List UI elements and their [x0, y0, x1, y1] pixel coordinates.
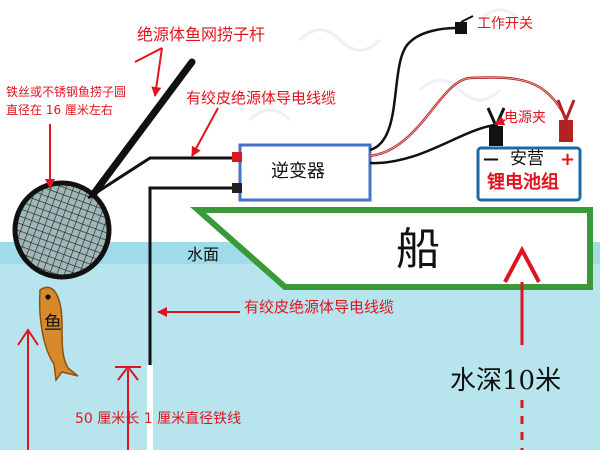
battery-box — [476, 146, 582, 202]
fish-label: 鱼 — [44, 313, 62, 334]
clip-red-icon — [556, 99, 576, 142]
clip-label: 电源夹 — [504, 110, 546, 126]
cable-label-top: 有绞皮绝源体导电线缆 — [186, 89, 337, 107]
depth-label: 水深10米 — [450, 366, 562, 396]
battery-minus: — — [483, 149, 499, 168]
battery-name: 安营 — [510, 149, 544, 169]
depth-arrow — [503, 245, 541, 450]
net-label-line1: 铁丝或不锈钢鱼捞子圆 — [6, 85, 127, 99]
inverter-terminal-red — [232, 152, 242, 162]
work-switch-icon — [455, 15, 474, 34]
annotation-arrows — [45, 47, 506, 317]
inverter-terminal-black — [232, 183, 242, 193]
inverter-box — [238, 143, 372, 202]
battery-plus: + — [560, 149, 576, 170]
rod-label: 50 厘米长 1 厘米直径铁线 — [75, 411, 242, 427]
cable-label-bottom: 有绞皮绝源体导电线缆 — [244, 298, 395, 316]
wire-red-highlight — [369, 77, 567, 157]
left-depth-arrow — [17, 328, 39, 450]
cable-net-to-inverter — [87, 156, 238, 200]
cable-inverter-to-rod — [148, 186, 238, 365]
water-surface-label: 水面 — [187, 245, 220, 264]
boat-hull — [190, 207, 593, 290]
net-label-line2: 直径在 16 厘米左右 — [6, 103, 113, 117]
clip-black-icon — [486, 107, 506, 146]
pole-label: 绝源体鱼网捞子杆 — [137, 25, 266, 44]
wire-black-to-switch — [369, 26, 457, 152]
rod-length-arrow — [115, 365, 141, 450]
switch-label: 工作开关 — [477, 16, 533, 32]
battery-type: 锂电池组 — [487, 172, 559, 193]
background-texture — [248, 8, 522, 122]
fishing-net — [12, 180, 112, 280]
inverter-label: 逆变器 — [271, 161, 325, 182]
net-pole — [88, 58, 196, 200]
fish-icon — [38, 286, 79, 382]
wire-black-to-clip — [369, 123, 496, 165]
boat-label: 船 — [396, 224, 440, 275]
iron-rod — [147, 365, 153, 450]
